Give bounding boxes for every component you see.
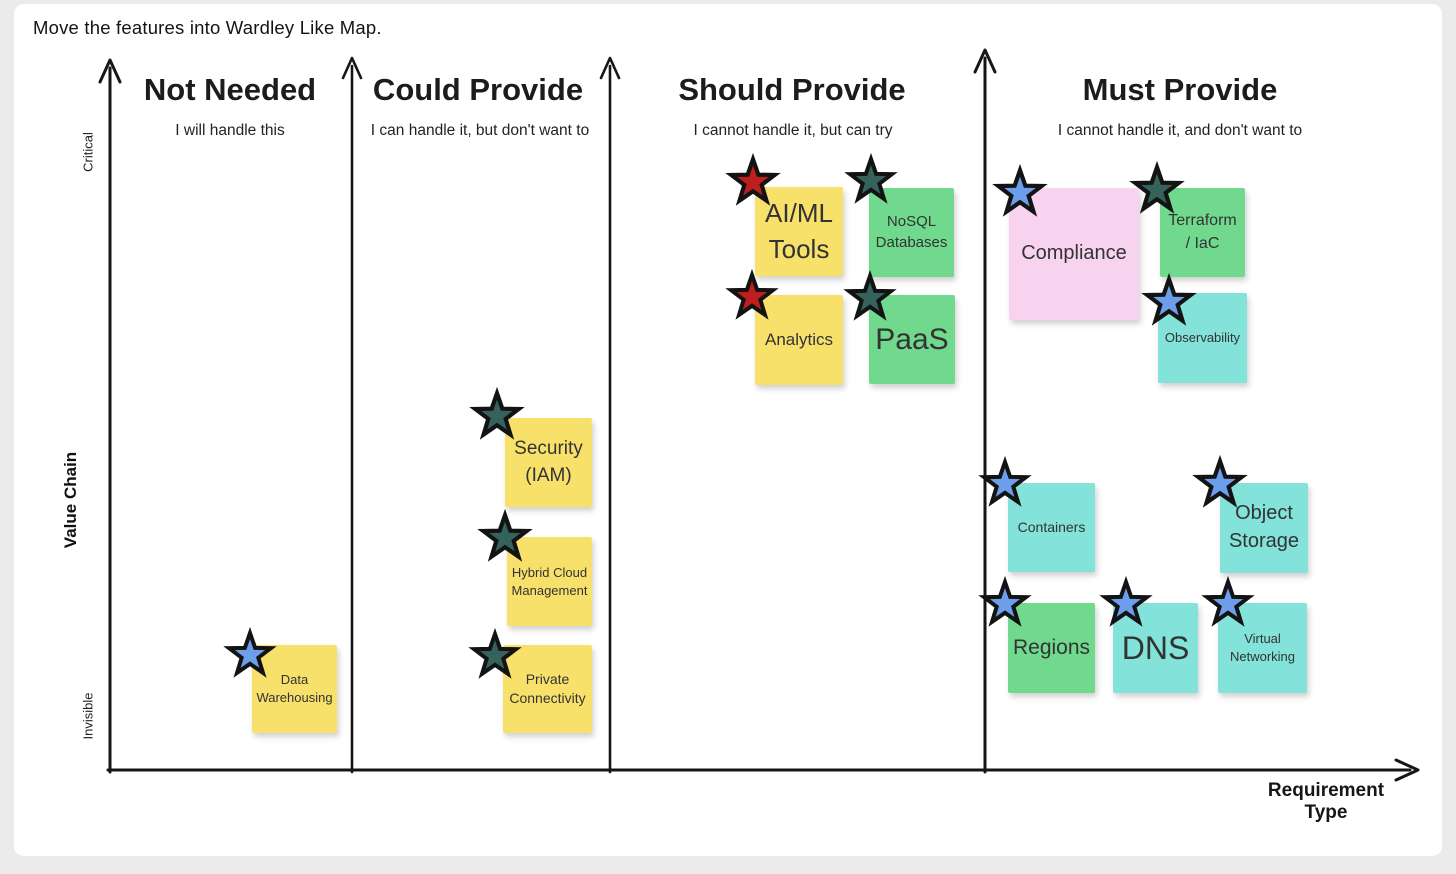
x-axis-title-line2: Type: [1304, 802, 1348, 824]
y-axis-title: Value Chain: [61, 451, 80, 549]
column-header-should-provide: Should Provide: [678, 72, 906, 107]
green-star-icon[interactable]: [844, 152, 898, 204]
sticky-note-private-connectivity[interactable]: Private Connectivity: [503, 645, 592, 733]
sticky-note-label: Analytics: [764, 330, 834, 350]
green-star-icon[interactable]: [477, 508, 533, 562]
sticky-note-label: PaaS: [875, 322, 949, 356]
green-star-icon[interactable]: [843, 269, 897, 321]
sticky-note-label: NoSQL Databases: [875, 212, 948, 251]
sticky-note-label: Observability: [1164, 330, 1241, 346]
page-title: Move the features into Wardley Like Map.: [33, 17, 382, 38]
green-star-icon[interactable]: [1129, 160, 1185, 214]
green-star-icon[interactable]: [468, 627, 522, 679]
sticky-note-label: Security (IAM): [514, 438, 583, 486]
blue-star-icon[interactable]: [1201, 575, 1255, 627]
sticky-note-label: Containers: [1017, 518, 1086, 535]
sticky-note-label: AI/ML Tools: [765, 197, 833, 264]
column-subtitle-should-provide: I cannot handle it, but can try: [693, 122, 893, 139]
y-axis-tick-critical: Critical: [80, 132, 96, 172]
sticky-note-regions[interactable]: Regions: [1008, 603, 1095, 693]
sticky-note-security-iam[interactable]: Security (IAM): [505, 418, 592, 507]
blue-star-icon[interactable]: [978, 455, 1032, 507]
red-star-icon[interactable]: [725, 152, 781, 206]
sticky-note-paas[interactable]: PaaS: [869, 295, 955, 384]
blue-star-icon[interactable]: [1141, 272, 1197, 326]
sticky-note-label: Regions: [1012, 635, 1091, 659]
sticky-note-label: DNS: [1121, 629, 1190, 666]
sticky-note-label: Object Storage: [1228, 502, 1300, 552]
sticky-note-label: Private Connectivity: [509, 670, 586, 706]
sticky-note-dns[interactable]: DNS: [1113, 603, 1198, 693]
column-header-not-needed: Not Needed: [143, 72, 317, 107]
sticky-note-label: Compliance: [1021, 242, 1127, 265]
sticky-note-hybrid-cloud-management[interactable]: Hybrid Cloud Management: [507, 537, 592, 626]
sticky-note-label: Terraform / IaC: [1168, 212, 1237, 252]
blue-star-icon[interactable]: [1099, 575, 1153, 627]
sticky-note-terraform-iac[interactable]: Terraform / IaC: [1160, 188, 1245, 277]
green-star-icon[interactable]: [469, 386, 525, 440]
sticky-note-data-warehousing[interactable]: Data Warehousing: [252, 645, 337, 733]
sticky-note-nosql-databases[interactable]: NoSQL Databases: [869, 188, 954, 277]
column-header-must-provide: Must Provide: [1082, 72, 1278, 107]
column-subtitle-not-needed: I will handle this: [175, 122, 285, 139]
column-header-could-provide: Could Provide: [372, 72, 584, 107]
sticky-note-object-storage[interactable]: Object Storage: [1220, 483, 1308, 573]
sticky-note-ai-ml-tools[interactable]: AI/ML Tools: [755, 187, 843, 276]
blue-star-icon[interactable]: [1192, 454, 1248, 508]
red-star-icon[interactable]: [725, 268, 779, 320]
sticky-note-label: Hybrid Cloud Management: [511, 564, 588, 598]
blue-star-icon[interactable]: [978, 575, 1032, 627]
sticky-note-analytics[interactable]: Analytics: [755, 295, 843, 385]
y-axis-tick-invisible: Invisible: [80, 692, 96, 740]
column-subtitle-must-provide: I cannot handle it, and don't want to: [1057, 122, 1303, 139]
blue-star-icon[interactable]: [223, 626, 277, 678]
blue-star-icon[interactable]: [992, 163, 1048, 217]
sticky-note-label: Data Warehousing: [256, 672, 333, 705]
x-axis-title-line1: Requirement: [1267, 780, 1385, 801]
sticky-note-containers[interactable]: Containers: [1008, 483, 1095, 572]
sticky-note-label: Virtual Networking: [1229, 631, 1296, 664]
x-axis-title: Requirement Type: [1264, 780, 1388, 825]
column-subtitle-could-provide: I can handle it, but don't want to: [370, 122, 590, 139]
